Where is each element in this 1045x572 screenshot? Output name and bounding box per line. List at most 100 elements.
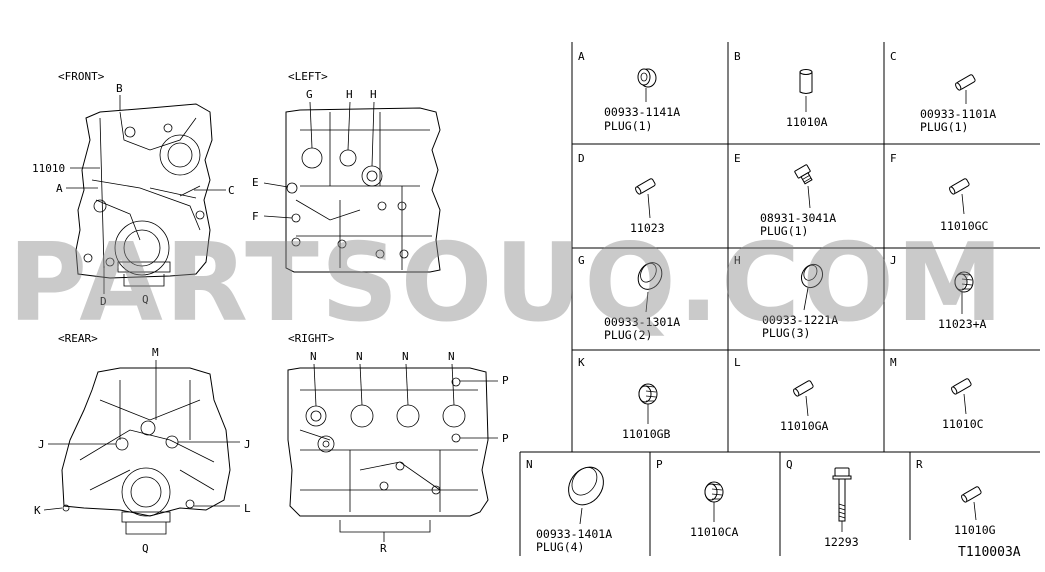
part-number: 11010GB <box>622 427 671 441</box>
cup-plug-icon <box>800 263 824 289</box>
part-cell-r: R 11010G <box>916 458 996 537</box>
callout-rear-q: Q <box>142 542 149 555</box>
part-cell-f: F 11010GC <box>890 152 989 233</box>
dowel-pin-icon <box>799 69 813 94</box>
cell-letter: H <box>734 254 741 267</box>
callout-left-e: E <box>252 176 259 189</box>
part-number: 00933-1141A <box>604 105 680 119</box>
front-hole-d <box>105 257 115 267</box>
cell-letter: B <box>734 50 741 63</box>
pin-icon <box>955 74 976 91</box>
cell-letter: J <box>890 254 897 267</box>
front-block-outline <box>75 103 213 279</box>
callout-right-n2: N <box>356 350 363 363</box>
plug-cap-icon <box>637 68 657 88</box>
part-number: 11010C <box>942 417 984 431</box>
part-number: 00933-1101A <box>920 107 996 121</box>
callout-front-11010: 11010 <box>32 162 65 175</box>
left-view: <LEFT> G H H E F <box>252 70 441 273</box>
part-number: 11010A <box>786 115 828 129</box>
diagram-code: T110003A <box>958 545 1021 560</box>
cell-letter: C <box>890 50 897 63</box>
part-cell-l: L 11010GA <box>734 356 829 433</box>
left-plug-h2 <box>361 165 383 187</box>
part-number: 11010GA <box>780 419 829 433</box>
rear-hole-k <box>62 504 70 512</box>
bolt-icon <box>832 467 852 522</box>
rear-block-outline <box>61 367 231 517</box>
part-cell-k: K 11010GB <box>578 356 671 441</box>
part-cell-b: B 11010A <box>734 50 828 129</box>
callout-left-g: G <box>306 88 313 101</box>
part-number: 11010CA <box>690 525 739 539</box>
callout-left-h2: H <box>370 88 377 101</box>
front-hole-1 <box>124 126 136 138</box>
cell-letter: A <box>578 50 585 63</box>
callout-right-p1: P <box>502 374 509 387</box>
part-desc: PLUG(1) <box>920 120 968 134</box>
front-boss-upper-inner <box>167 142 193 168</box>
pin-icon <box>951 378 972 395</box>
parts-table-grid <box>519 42 1040 556</box>
right-view: <RIGHT> N N N N P P R <box>287 332 509 555</box>
rear-hole-l <box>185 499 195 509</box>
callout-right-n1: N <box>310 350 317 363</box>
front-hole-a <box>93 199 107 213</box>
callout-rear-j2: J <box>244 438 251 451</box>
callout-right-n4: N <box>448 350 455 363</box>
threaded-insert-icon <box>954 271 974 293</box>
part-desc: PLUG(1) <box>760 224 808 238</box>
cup-plug-large-icon <box>568 466 604 506</box>
callout-front-q: Q <box>142 293 149 306</box>
part-number: 08931-3041A <box>760 211 836 225</box>
view-title-front: <FRONT> <box>58 70 105 83</box>
callout-front-b: B <box>116 82 123 95</box>
right-block-outline <box>287 367 489 517</box>
left-plug-e <box>286 182 298 194</box>
right-plug-n2 <box>350 404 374 428</box>
threaded-insert-icon <box>638 383 658 405</box>
front-inner-lines <box>91 111 201 269</box>
callout-left-h1: H <box>346 88 353 101</box>
right-insert-p1 <box>451 377 461 387</box>
part-cell-p: P 11010CA <box>656 458 739 539</box>
front-crank-bore-inner <box>123 229 161 267</box>
front-hole-2 <box>163 123 173 133</box>
part-cell-g: G 00933-1301A PLUG(2) <box>578 254 680 342</box>
right-plug-n4 <box>442 404 466 428</box>
part-number: 12293 <box>824 535 859 549</box>
right-insert-p2 <box>451 433 461 443</box>
left-inner-lines <box>295 112 432 270</box>
part-number: 00933-1221A <box>762 313 838 327</box>
callout-front-c: C <box>228 184 235 197</box>
cell-letter: F <box>890 152 897 165</box>
rear-crank-bore <box>121 467 171 517</box>
cell-letter: R <box>916 458 923 471</box>
rear-view: <REAR> M J J K L Q <box>34 332 251 555</box>
part-cell-h: H 00933-1221A PLUG(3) <box>734 254 838 340</box>
front-bottom-flange <box>117 261 171 273</box>
front-hole-4 <box>83 253 93 263</box>
part-cell-j: J 11023+A <box>890 254 987 331</box>
part-cell-m: M 11010C <box>890 356 984 431</box>
part-desc: PLUG(3) <box>762 326 810 340</box>
right-plug-n1 <box>305 405 327 427</box>
part-cell-d: D 11023 <box>578 152 665 235</box>
part-number: 11010G <box>954 523 996 537</box>
part-cell-n: N 00933-1401A PLUG(4) <box>526 458 612 554</box>
cell-letter: Q <box>786 458 793 471</box>
view-title-left: <LEFT> <box>288 70 328 83</box>
front-view: <FRONT> B 11010 A C D Q <box>32 70 235 308</box>
right-plug-n3 <box>396 404 420 428</box>
pin-icon <box>635 178 656 195</box>
cell-letter: K <box>578 356 585 369</box>
callout-rear-k: K <box>34 504 41 517</box>
pin-icon <box>961 486 982 503</box>
callout-rear-j1: J <box>38 438 45 451</box>
cell-letter: M <box>890 356 897 369</box>
left-block-outline <box>285 107 441 273</box>
part-cell-q: Q 12293 <box>786 458 859 549</box>
screw-plug-icon <box>794 164 813 185</box>
left-plug-g <box>301 147 323 169</box>
